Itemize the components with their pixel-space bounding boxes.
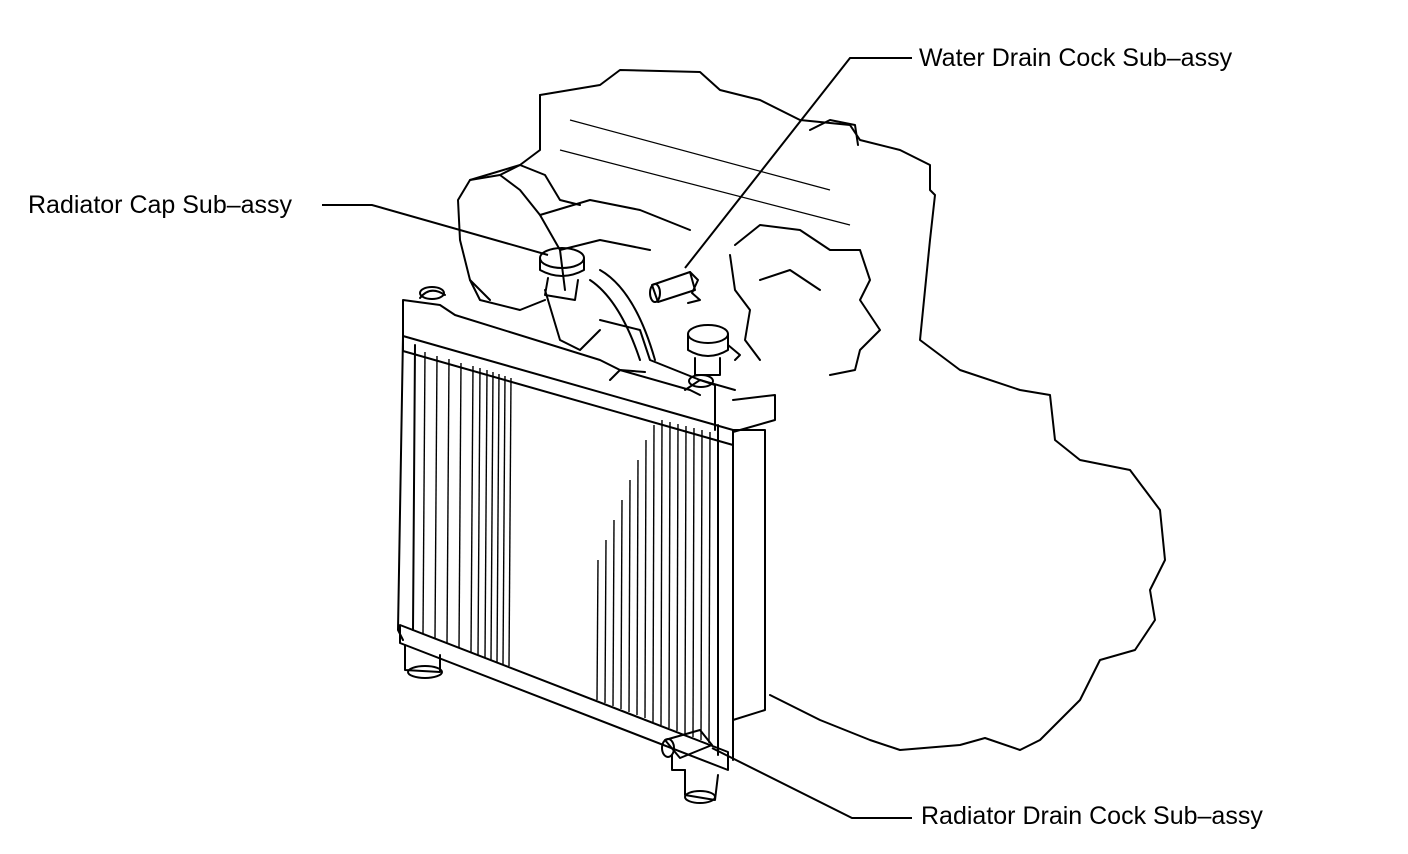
coolant-reservoir-cap (687, 324, 741, 376)
leader-radiator-drain (711, 747, 912, 819)
upper-radiator-hose (544, 269, 656, 361)
leader-radiator-cap (322, 204, 549, 256)
radiator-cap (539, 247, 585, 301)
radiator (397, 286, 776, 804)
radiator-drain-cock (661, 729, 713, 771)
radiator-core-fins (422, 351, 711, 744)
radiator-drain-cock-label: Radiator Drain Cock Sub–assy (921, 802, 1263, 830)
callout-leader-lines (322, 57, 912, 819)
water-drain-cock (649, 271, 701, 304)
engine-block (457, 69, 1166, 751)
water-drain-cock-label: Water Drain Cock Sub–assy (919, 44, 1233, 72)
radiator-cap-label: Radiator Cap Sub–assy (28, 191, 293, 219)
leader-water-drain (684, 57, 912, 269)
